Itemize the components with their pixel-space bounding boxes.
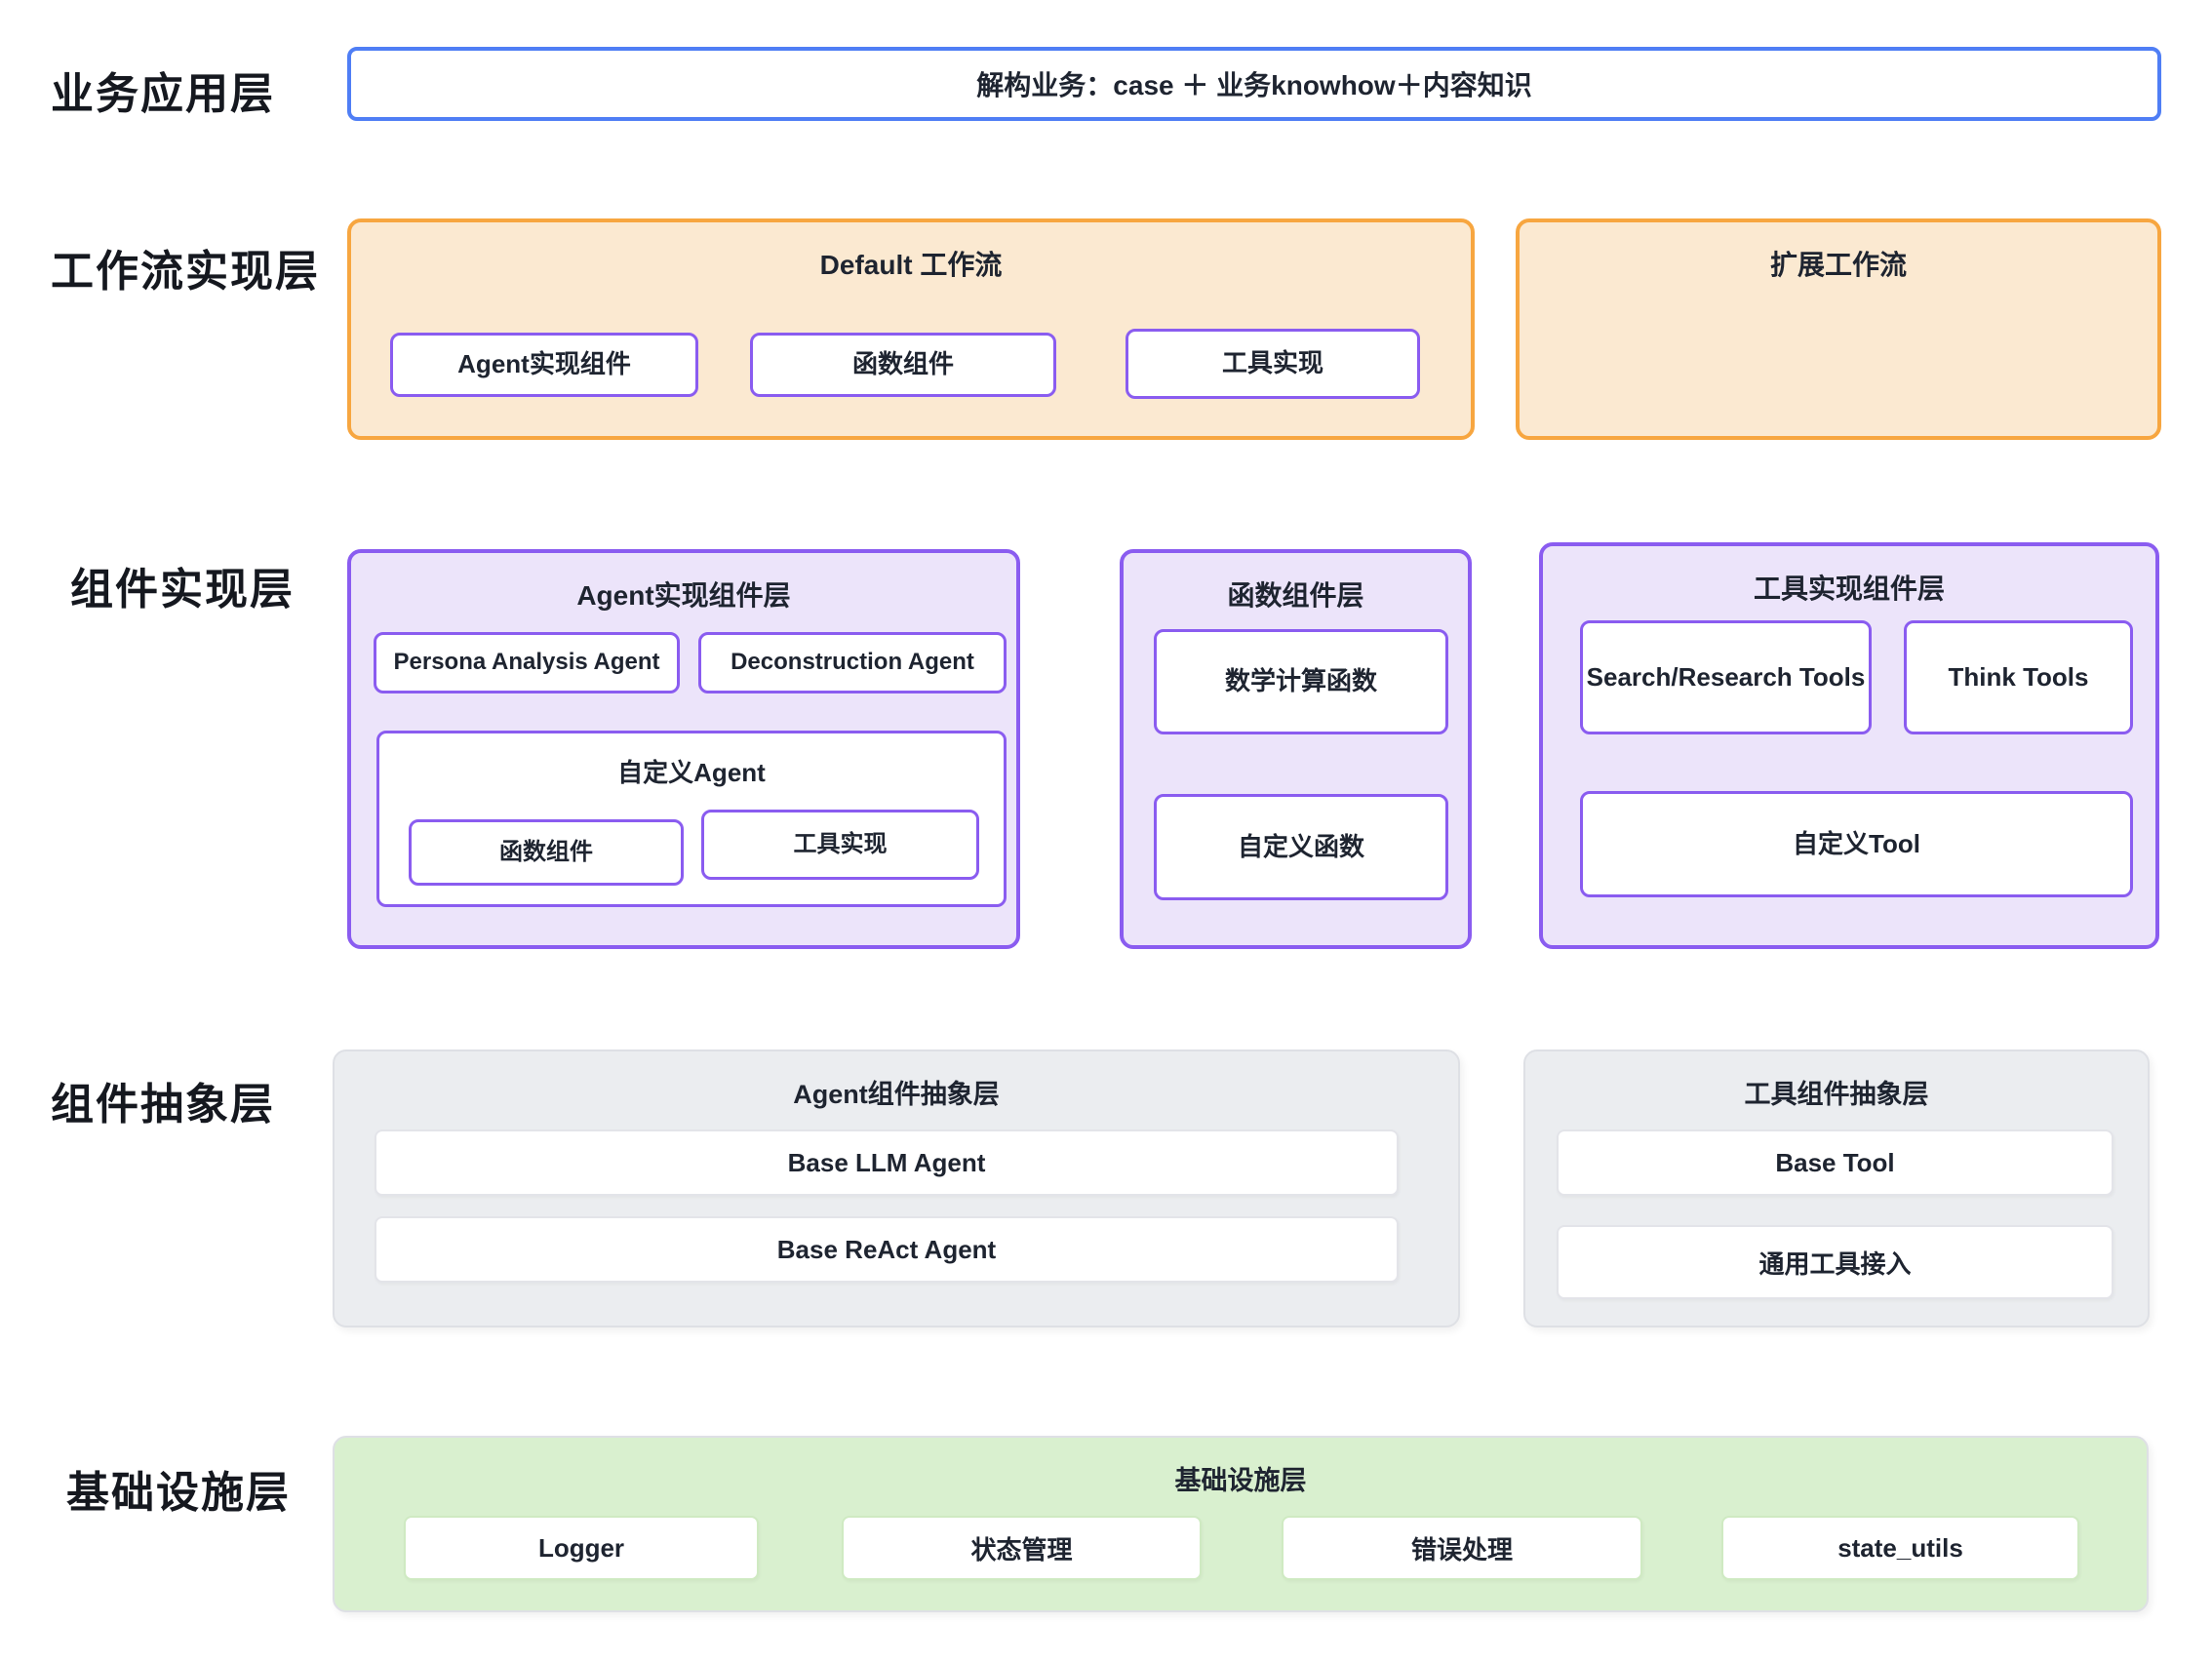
custom-agent-title: 自定义Agent — [617, 758, 766, 787]
base-react-agent-item: Base ReAct Agent — [375, 1216, 1399, 1283]
label-infra-layer: 基础设施层 — [66, 1469, 291, 1517]
label-business-layer: 业务应用层 — [51, 70, 275, 118]
custom-function-chip: 自定义函数 — [1154, 794, 1448, 900]
default-workflow-title: Default 工作流 — [819, 250, 1003, 280]
custom-agent-tool-chip: 工具实现 — [701, 810, 979, 880]
custom-agent-box: 自定义Agent 函数组件 工具实现 — [376, 731, 1007, 907]
label-workflow-layer: 工作流实现层 — [51, 248, 320, 296]
tool-abstraction-title: 工具组件抽象层 — [1744, 1080, 1929, 1109]
function-layer-box: 函数组件层 数学计算函数 自定义函数 — [1120, 549, 1472, 949]
think-tools-chip: Think Tools — [1904, 620, 2133, 734]
error-handling-item: 错误处理 — [1282, 1516, 1642, 1580]
custom-agent-function-chip: 函数组件 — [409, 819, 684, 886]
business-box-label: 解构业务：case ＋ 业务knowhow＋内容知识 — [976, 70, 1532, 100]
math-function-chip: 数学计算函数 — [1154, 629, 1448, 734]
tool-impl-layer-title: 工具实现组件层 — [1753, 574, 1945, 604]
state-utils-item: state_utils — [1721, 1516, 2079, 1580]
label-component-impl-layer: 组件实现层 — [70, 566, 295, 614]
agent-impl-chip: Agent实现组件 — [390, 333, 698, 397]
persona-analysis-agent-chip: Persona Analysis Agent — [374, 632, 680, 693]
infrastructure-box: 基础设施层 Logger 状态管理 错误处理 state_utils — [333, 1436, 2149, 1612]
state-management-item: 状态管理 — [842, 1516, 1202, 1580]
default-workflow-box: Default 工作流 Agent实现组件 函数组件 工具实现 — [347, 218, 1475, 440]
base-tool-item: Base Tool — [1557, 1129, 2113, 1196]
base-llm-agent-item: Base LLM Agent — [375, 1129, 1399, 1196]
tool-abstraction-box: 工具组件抽象层 Base Tool 通用工具接入 — [1523, 1050, 2150, 1327]
agent-impl-layer-box: Agent实现组件层 Persona Analysis Agent Decons… — [347, 549, 1020, 949]
function-layer-title: 函数组件层 — [1227, 580, 1364, 611]
generic-tool-access-item: 通用工具接入 — [1557, 1225, 2113, 1299]
deconstruction-agent-chip: Deconstruction Agent — [698, 632, 1007, 693]
search-research-tools-chip: Search/Research Tools — [1580, 620, 1872, 734]
infrastructure-title: 基础设施层 — [1174, 1466, 1307, 1495]
custom-tool-chip: 自定义Tool — [1580, 791, 2133, 897]
function-component-chip: 函数组件 — [750, 333, 1056, 397]
label-abstraction-layer: 组件抽象层 — [51, 1081, 275, 1129]
tool-impl-chip: 工具实现 — [1126, 329, 1420, 399]
extension-workflow-title: 扩展工作流 — [1769, 250, 1907, 280]
agent-abstraction-title: Agent组件抽象层 — [793, 1080, 1000, 1109]
tool-impl-layer-box: 工具实现组件层 Search/Research Tools Think Tool… — [1539, 542, 2159, 949]
agent-impl-layer-title: Agent实现组件层 — [576, 580, 791, 611]
logger-item: Logger — [404, 1516, 759, 1580]
extension-workflow-box: 扩展工作流 — [1516, 218, 2161, 440]
agent-abstraction-box: Agent组件抽象层 Base LLM Agent Base ReAct Age… — [333, 1050, 1460, 1327]
business-layer-box: 解构业务：case ＋ 业务knowhow＋内容知识 — [347, 47, 2161, 121]
